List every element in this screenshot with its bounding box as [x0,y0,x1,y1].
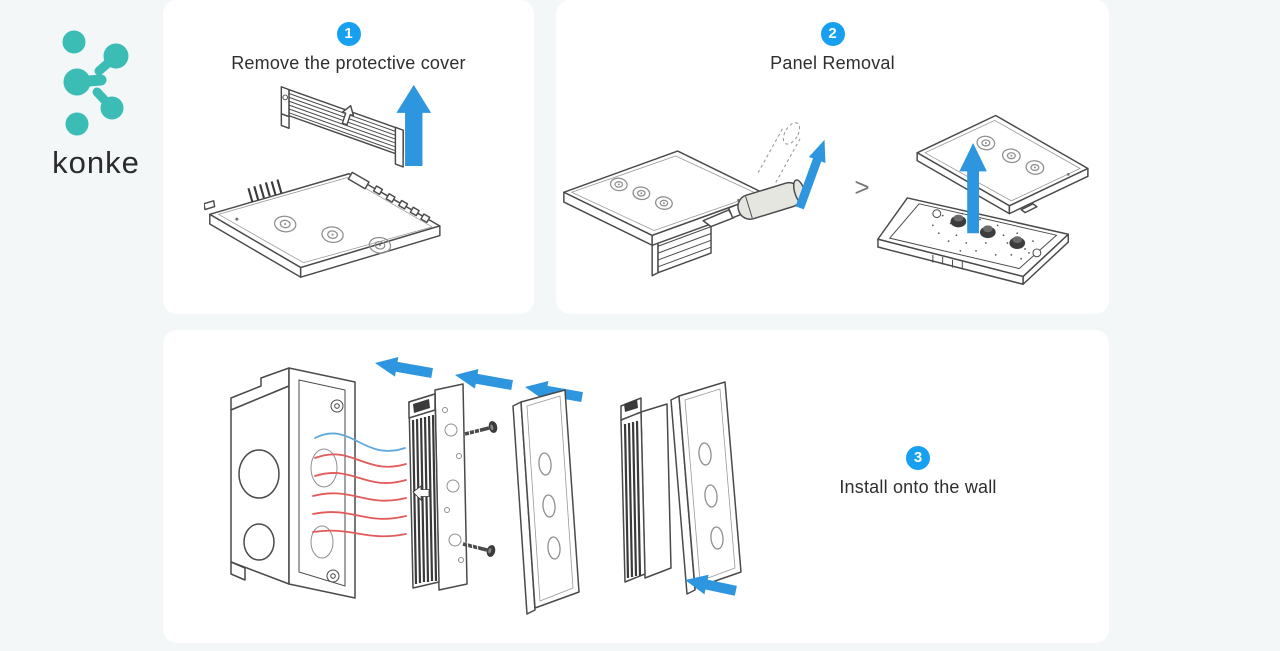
screw-icon [464,421,498,437]
up-arrow-icon [395,84,431,167]
up-arrow-icon [958,142,987,234]
lifted-panel-drawing [915,114,1089,215]
step2-title: Panel Removal [770,53,895,73]
wires-drawing [312,432,407,538]
step1-card: 1 Remove the protective cover [163,0,534,314]
chevron-right-separator: > [854,172,870,202]
up-arrow-icon [795,139,826,210]
remove-cover-illustration [203,84,441,278]
switch-base-drawing [876,197,1069,285]
step1-title: Remove the protective cover [231,53,466,73]
touch-buttons [609,177,673,210]
pry-panel-illustration [563,122,826,277]
step2-header: 2 Panel Removal [556,0,1109,74]
left-arrow-icon [685,574,737,596]
small-left-arrow-marker [412,485,430,501]
step3-card: 3 Install onto the wall [163,330,1109,643]
step2-number-badge: 2 [820,22,845,46]
step1-number-badge: 1 [336,22,361,46]
step3-number-badge: 3 [906,446,930,470]
touch-buttons [273,215,391,254]
step3-title: Install onto the wall [839,477,997,497]
protective-cover-drawing [280,86,404,168]
screw-icon [462,541,496,557]
front-panel-drawing [512,389,580,615]
brand-name: konke [52,145,140,180]
assembled-switch-drawing [620,381,742,596]
left-arrow-icons [375,356,583,402]
wall-install-illustration [230,356,742,615]
brand-logo: konke [40,26,152,181]
konke-logo-icon [62,30,128,136]
switch-module-drawing [408,383,468,591]
screwdriver-ghost [757,122,801,183]
wall-box-drawing [230,367,356,599]
switch-panel-drawing [203,171,441,278]
step2-card: 2 Panel Removal [556,0,1109,314]
lift-panel-illustration [876,114,1089,285]
step1-header: 1 Remove the protective cover [163,0,534,74]
step3-header: 3 Install onto the wall [763,446,1073,498]
